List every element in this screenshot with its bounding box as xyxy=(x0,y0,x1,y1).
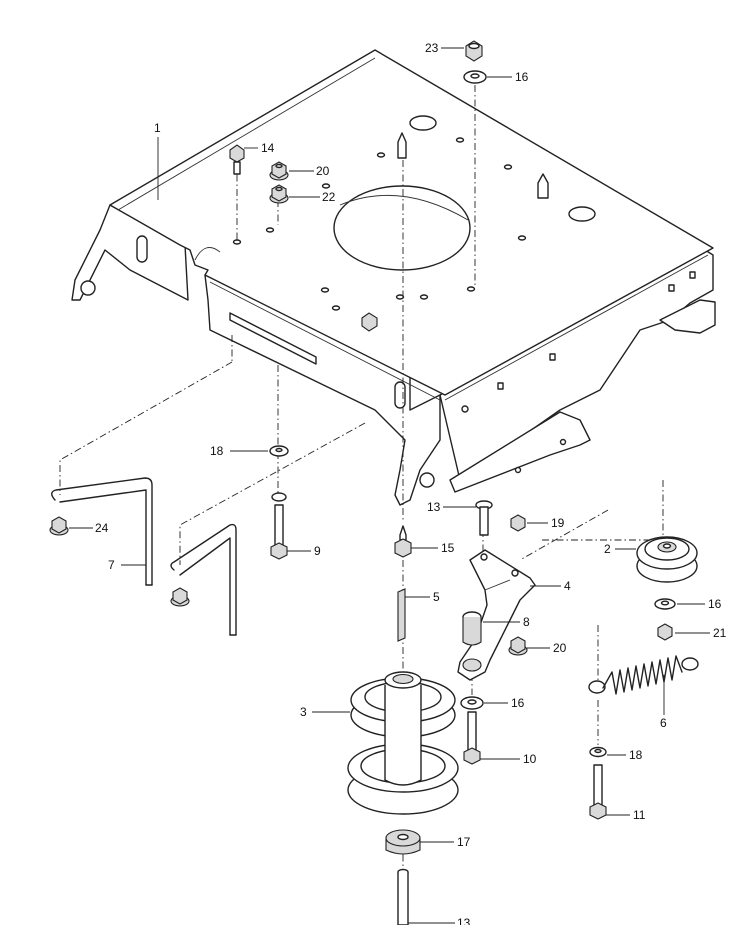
stud-15 xyxy=(394,525,412,558)
nut-23 xyxy=(465,40,483,62)
bolt-13-lower xyxy=(397,868,409,925)
idler-pulley-2 xyxy=(636,536,698,583)
washer-16-mid xyxy=(460,696,484,710)
bolt-13-upper xyxy=(475,500,493,536)
washer-18-left xyxy=(269,445,289,457)
nut-19 xyxy=(510,514,526,532)
callout-6: 6 xyxy=(660,716,667,730)
callout-7: 7 xyxy=(108,558,115,572)
callout-18-left: 18 xyxy=(210,444,224,458)
callout-15: 15 xyxy=(441,541,455,555)
callout-1: 1 xyxy=(154,121,161,135)
mounting-bracket-plate xyxy=(71,49,716,506)
callout-8: 8 xyxy=(523,615,530,629)
callout-20-lower: 20 xyxy=(553,641,567,655)
callout-11: 11 xyxy=(633,808,646,822)
nut-21 xyxy=(657,623,673,641)
bolt-14 xyxy=(229,144,245,175)
key-5 xyxy=(397,588,406,642)
callout-leaders xyxy=(69,47,710,924)
flange-nut-20-lower xyxy=(508,636,528,656)
callout-13-lower: 13 xyxy=(457,916,471,925)
callout-21: 21 xyxy=(713,626,727,640)
callout-19: 19 xyxy=(551,516,565,530)
callout-16-mid: 16 xyxy=(511,696,525,710)
flange-nut-20-upper xyxy=(269,161,289,181)
bolt-10 xyxy=(463,711,481,765)
callout-labels: 23 16 1 14 20 22 18 24 9 7 13 19 15 2 4 … xyxy=(95,41,727,925)
idler-arm-4 xyxy=(457,549,536,681)
callout-13-upper: 13 xyxy=(427,500,441,514)
drive-pulley-3 xyxy=(347,671,459,815)
callout-4: 4 xyxy=(564,579,571,593)
spacer-17 xyxy=(385,829,421,855)
bolt-9 xyxy=(270,492,288,560)
callout-5: 5 xyxy=(433,590,440,604)
callout-14: 14 xyxy=(261,141,275,155)
callout-18-right: 18 xyxy=(629,748,643,762)
washer-16-top xyxy=(463,70,487,84)
flange-nut-22 xyxy=(269,184,289,204)
callout-24: 24 xyxy=(95,521,109,535)
callout-23: 23 xyxy=(425,41,439,55)
washer-16-right xyxy=(654,598,676,610)
callout-22: 22 xyxy=(322,190,336,204)
callout-16-top: 16 xyxy=(515,70,529,84)
callout-10: 10 xyxy=(523,752,537,766)
callout-3: 3 xyxy=(300,705,307,719)
spacer-8 xyxy=(462,611,482,646)
spring-6 xyxy=(588,655,699,695)
bolt-11 xyxy=(589,764,607,820)
callout-20-upper: 20 xyxy=(316,164,330,178)
washer-18-right xyxy=(589,746,607,758)
rod-7 xyxy=(51,477,237,636)
callout-9: 9 xyxy=(314,544,321,558)
flange-nut-24 xyxy=(49,516,69,536)
flange-nut-rod xyxy=(170,587,190,607)
callout-2: 2 xyxy=(604,542,611,556)
callout-17: 17 xyxy=(457,835,471,849)
callout-16-right: 16 xyxy=(708,597,722,611)
